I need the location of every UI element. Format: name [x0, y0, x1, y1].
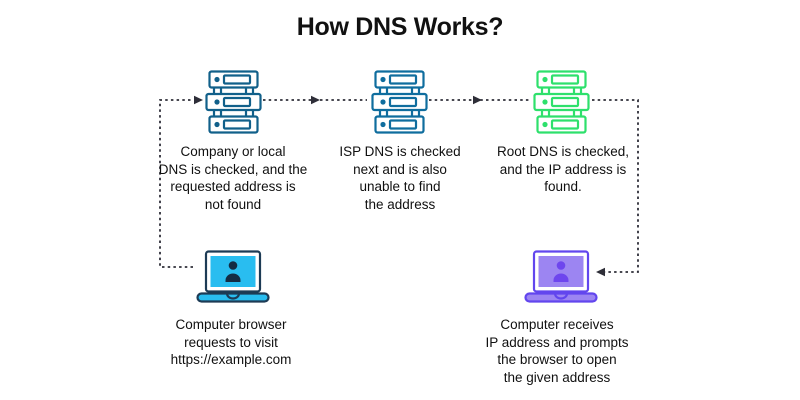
caption-isp-dns: ISP DNS is checked next and is also unab… — [339, 144, 461, 212]
user-icon — [556, 261, 566, 270]
arrowhead-local-to-isp — [311, 95, 320, 105]
laptop-icon-receive — [524, 250, 598, 303]
laptop-icon-request — [196, 250, 270, 303]
arrowhead-into-local-dns — [194, 95, 203, 105]
user-icon — [228, 261, 238, 270]
caption-root-dns: Root DNS is checked, and the IP address … — [496, 144, 630, 194]
arrowhead-isp-to-root — [473, 95, 482, 105]
caption-request-computer: Computer browser requests to visit https… — [170, 317, 292, 367]
server-icon-root-dns — [533, 70, 590, 134]
caption-receive-computer: Computer receives IP address and prompts… — [485, 317, 629, 385]
server-icon-isp-dns — [371, 70, 428, 134]
page-title: How DNS Works? — [296, 13, 504, 41]
server-icon-local-dns — [205, 70, 262, 134]
caption-local-dns: Company or local DNS is checked, and the… — [158, 144, 308, 212]
